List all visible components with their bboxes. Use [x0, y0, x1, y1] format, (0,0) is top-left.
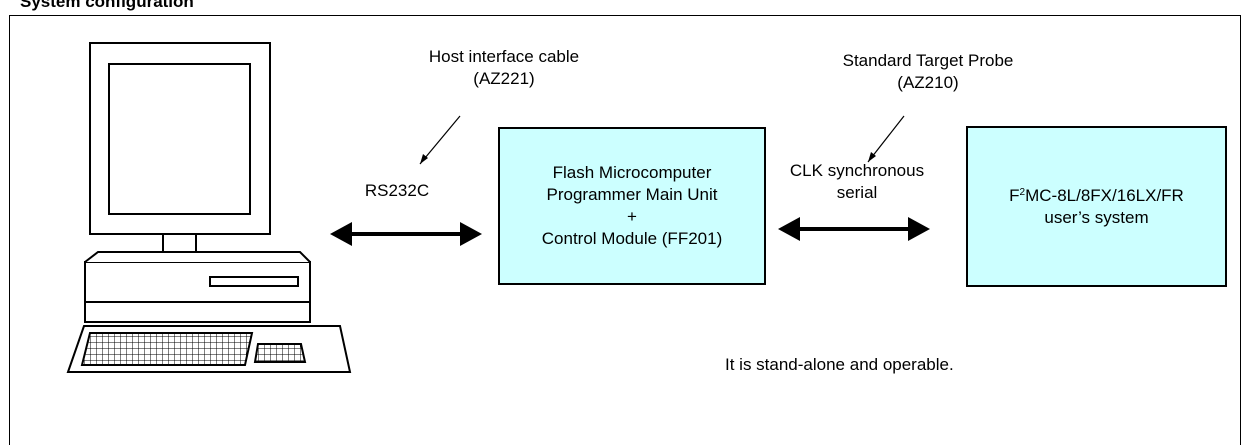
- host-cable-pointer: [419, 115, 461, 165]
- host-cable-label: Host interface cable (AZ221): [399, 46, 609, 90]
- diagram-canvas: [66, 42, 930, 373]
- main-unit-box: Flash Microcomputer Programmer Main Unit…: [498, 127, 766, 285]
- host-cable-pointer-head: [420, 154, 428, 164]
- user-system-line1: F2MC-8L/8FX/16LX/FR: [1009, 185, 1184, 207]
- main-unit-line3: +: [627, 207, 637, 226]
- host-cable-part: (AZ221): [473, 69, 535, 88]
- user-system-suffix: MC-8L/8FX/16LX/FR: [1025, 185, 1184, 205]
- clk-serial-label: CLK synchronous serial: [772, 160, 942, 204]
- clk-serial-line2: serial: [836, 183, 878, 202]
- host-cable-name: Host interface cable: [428, 47, 580, 66]
- clk-serial-double-arrow: [778, 217, 930, 241]
- target-probe-name: Standard Target Probe: [842, 51, 1014, 70]
- diagram-frame: [9, 15, 1241, 445]
- main-unit-line4: Control Module (FF201): [541, 229, 723, 248]
- diagram-heading: System configuration: [20, 0, 194, 11]
- rs232c-double-arrow: [330, 222, 482, 246]
- target-probe-label: Standard Target Probe (AZ210): [798, 50, 1058, 94]
- rs232c-label: RS232C: [364, 181, 430, 200]
- main-unit-line1: Flash Microcomputer: [552, 163, 712, 182]
- clk-serial-line1: CLK synchronous: [789, 161, 925, 180]
- target-probe-pointer-head: [868, 152, 876, 162]
- user-system-prefix: F: [1009, 185, 1020, 205]
- computer-icon: [66, 42, 352, 373]
- user-system-line2: user’s system: [1044, 207, 1149, 227]
- target-probe-part: (AZ210): [897, 73, 959, 92]
- user-system-box: F2MC-8L/8FX/16LX/FR user’s system: [966, 126, 1227, 287]
- main-unit-line2: Programmer Main Unit: [546, 185, 718, 204]
- target-probe-pointer: [867, 115, 905, 163]
- standalone-note: It is stand-alone and operable.: [725, 355, 954, 374]
- user-system-superscript: 2: [1019, 186, 1026, 198]
